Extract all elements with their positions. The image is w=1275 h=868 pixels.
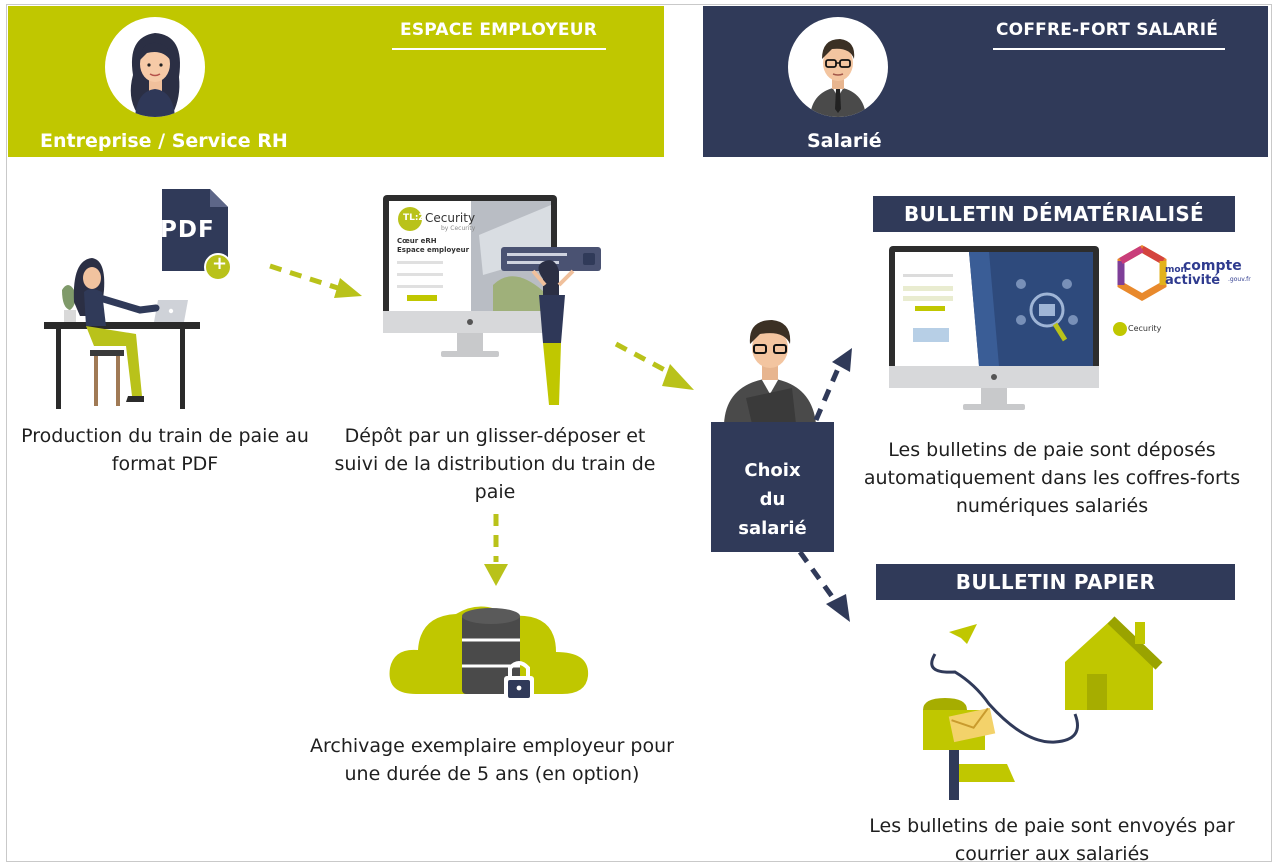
papier-caption: Les bulletins de paie sont envoyés par c… xyxy=(869,815,1235,865)
production-caption: Production du train de paie au format PD… xyxy=(21,425,309,475)
woman-at-desk-illustration xyxy=(40,250,210,410)
logo-gouv: .gouv.fr xyxy=(1228,276,1251,283)
arrow-depot-to-archive xyxy=(484,514,508,586)
cecurity-product: Cecurity xyxy=(425,211,476,225)
screen-line1: Cœur eRH xyxy=(397,237,437,245)
employer-band: ESPACE EMPLOYEUR Entreprise / Service RH xyxy=(8,6,664,157)
arrow-choice-to-papier xyxy=(797,550,850,622)
employee-band: COFFRE-FORT SALARIÉ Salarié xyxy=(703,6,1268,157)
logo-mon: mon xyxy=(1165,265,1187,275)
add-icon: + xyxy=(212,253,228,274)
logo-compte: compte xyxy=(1183,258,1242,274)
employee-man-avatar xyxy=(788,17,888,117)
hr-woman-avatar xyxy=(105,17,205,117)
dematerialise-heading: BULLETIN DÉMATÉRIALISÉ xyxy=(873,196,1235,232)
pdf-file-icon: PDF + xyxy=(158,187,238,283)
employer-band-title: ESPACE EMPLOYEUR xyxy=(400,20,597,40)
pdf-label: PDF xyxy=(160,217,215,243)
arrow-production-to-depot xyxy=(269,263,362,298)
tlz-brand: TL:Z xyxy=(403,213,425,223)
arrow-choice-to-dematerialise xyxy=(813,348,852,421)
archivage-caption: Archivage exemplaire employeur pour une … xyxy=(310,735,674,785)
moncompteactivite-logo-mark xyxy=(1114,244,1170,302)
depot-caption: Dépôt par un glisser-déposer et suivi de… xyxy=(334,425,656,503)
arrow-depot-to-choice xyxy=(614,341,694,390)
cecurity-small-label: Cecurity xyxy=(1128,324,1162,333)
employee-title-rule xyxy=(993,48,1225,50)
choice-box: Choix du salarié xyxy=(711,422,834,552)
page-frame xyxy=(6,4,1272,862)
employee-band-title: COFFRE-FORT SALARIÉ xyxy=(996,20,1219,40)
employer-role: Entreprise / Service RH xyxy=(40,130,288,152)
mailbox-house-illustration xyxy=(915,614,1185,804)
choice-label: Choix du salarié xyxy=(738,460,807,539)
papier-heading: BULLETIN PAPIER xyxy=(876,564,1235,600)
logo-activite: activité xyxy=(1165,273,1221,288)
cecurity-small-logo-icon xyxy=(1113,322,1127,336)
cecurity-product-sub: by Cecurity xyxy=(441,225,476,232)
employee-illustration xyxy=(712,318,832,424)
employee-monitor-illustration xyxy=(889,246,1101,418)
cloud-database-lock-icon xyxy=(386,594,592,714)
dematerialise-caption: Les bulletins de paie sont déposés autom… xyxy=(863,439,1241,517)
employer-title-rule xyxy=(392,48,606,50)
screen-line2: Espace employeur xyxy=(397,246,470,254)
employer-monitor-illustration: TL:Z Cecurity by Cecurity Cœur eRH Espac… xyxy=(383,195,613,415)
employee-role: Salarié xyxy=(807,130,882,152)
